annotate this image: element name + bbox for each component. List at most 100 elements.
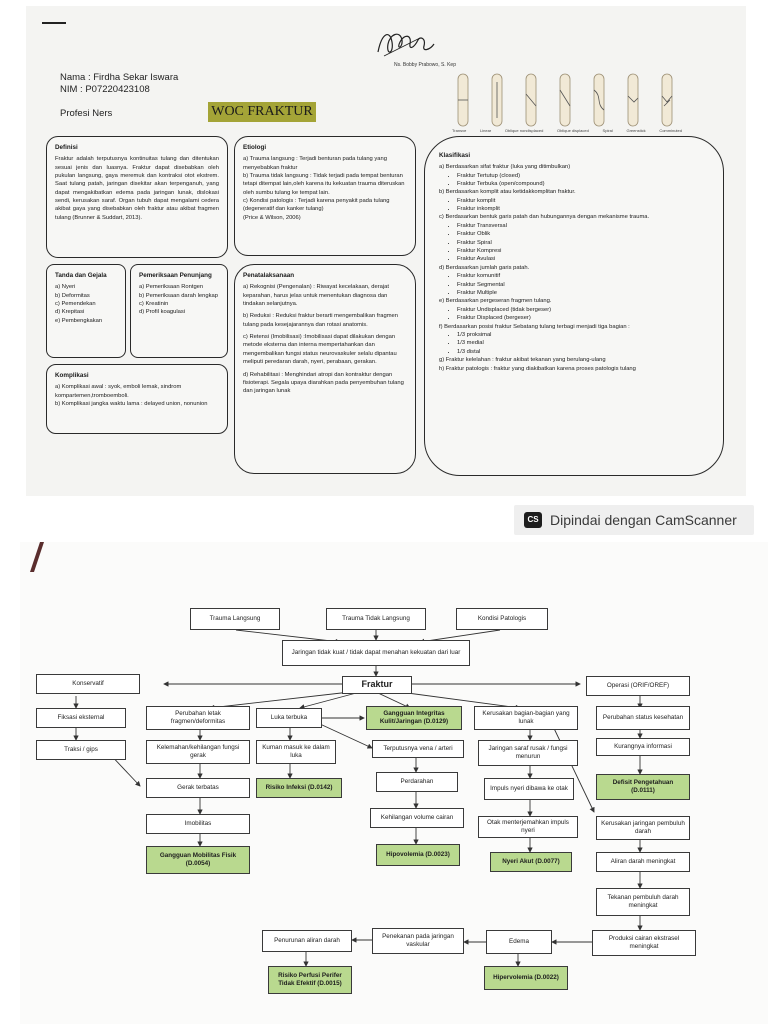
klasifikasi-group: d) Berdasarkan jumlah garis patah. Frakt… (439, 264, 709, 298)
hipovolemia-diagnosis: Hipovolemia (D.0023) (376, 844, 460, 866)
hipervolemia-diagnosis: Hipervolemia (D.0022) (484, 966, 568, 990)
jaringan-saraf-node: Jaringan saraf rusak / fungsi menurun (478, 740, 578, 766)
perubahan-letak-node: Perubahan letak fragmen/deformitas (146, 706, 250, 730)
klasifikasi-item: Fraktur Kompresi (457, 247, 709, 255)
etiologi-panel: Etiologi a) Trauma langsung : Terjadi be… (234, 136, 416, 256)
klasifikasi-head: b) Berdasarkan komplit atau ketidakkompl… (439, 189, 576, 196)
tanda-item: c) Pemendekan (55, 300, 96, 307)
tanda-item: b) Deformitas (55, 292, 90, 299)
definisi-panel: Definisi Fraktur adalah terputusnya kont… (46, 136, 228, 258)
nyeri-akut-diagnosis: Nyeri Akut (D.0077) (490, 852, 572, 872)
klasifikasi-item: 1/3 proksimal (457, 331, 709, 339)
fracture-type-captions: Transve Linear Oblique nondisplaced Obli… (452, 128, 682, 133)
klasifikasi-group: e) Berdasarkan pergeseran fragmen tulang… (439, 297, 709, 322)
jaringan-tidak-kuat-node: Jaringan tidak kuat / tidak dapat menaha… (282, 640, 470, 666)
klasifikasi-head: f) Berdasarkan posisi fraktur Sebatang t… (439, 323, 630, 330)
pemeriksaan-item: b) Pemeriksaan darah lengkap (139, 292, 218, 299)
komplikasi-item: b) Komplikasi jangka waktu lama : delaye… (55, 400, 208, 407)
tanda-title: Tanda dan Gejala (55, 272, 107, 279)
kerusakan-pembuluh-node: Kerusakan jaringan pembuluh darah (596, 816, 690, 840)
klasifikasi-item: Fraktur Transversal (457, 222, 709, 230)
otak-menterjemahkan-node: Otak menterjemahkan impuls nyeri (478, 816, 578, 838)
pemeriksaan-item: d) Profil koagulasi (139, 309, 186, 316)
produksi-cairan-node: Produksi cairan ekstrasel meningkat (592, 930, 696, 956)
klasifikasi-item: 1/3 medial (457, 339, 709, 347)
komplikasi-panel: Komplikasi a) Komplikasi awal : syok, em… (46, 364, 228, 434)
klasifikasi-head: h) Fraktur patologis : fraktur yang diak… (439, 365, 636, 372)
penekanan-jaringan-node: Penekanan pada jaringan vaskular (372, 928, 464, 954)
klasifikasi-item: Fraktur inkomplit (457, 205, 709, 213)
bone-caption: Linear (480, 128, 492, 133)
tanda-gejala-panel: Tanda dan Gejala a) Nyeri b) Deformitas … (46, 264, 126, 358)
pemeriksaan-title: Pemeriksaan Penunjang (139, 272, 212, 279)
klasifikasi-title: Klasifikasi (439, 152, 471, 159)
penurunan-aliran-node: Penurunan aliran darah (262, 930, 352, 952)
definisi-title: Definisi (55, 144, 78, 151)
gangguan-mobilitas-diagnosis: Gangguan Mobilitas Fisik (D.0054) (146, 846, 250, 874)
klasifikasi-group: a) Berdasarkan sifat fraktur (luka yang … (439, 163, 709, 188)
risiko-perfusi-diagnosis: Risiko Perfusi Perifer Tidak Efektif (D.… (268, 966, 352, 994)
komplikasi-item: a) Komplikasi awal : syok, emboli lemak,… (55, 384, 182, 399)
tanda-item: e) Pembengkakan (55, 317, 103, 324)
fiksasi-eksternal-node: Fiksasi eksternal (36, 708, 126, 728)
woc-handout-page: Ns. Bobby Prabowo, S. Kep Nama : Firdha … (26, 6, 746, 496)
penatalaksanaan-item: c) Retensi (Imobilisasi) :Imobilisasi da… (243, 334, 397, 366)
tanda-item: d) Krepitasi (55, 309, 85, 316)
klasifikasi-head: g) Fraktur kelelahan : fraktur akibat te… (439, 357, 606, 364)
klasifikasi-item: Fraktur Segmental (457, 281, 709, 289)
konservatif-node: Konservatif (36, 674, 140, 694)
kehilangan-volume-node: Kehilangan volume cairan (370, 808, 464, 828)
klasifikasi-item: Fraktur Oblik (457, 230, 709, 238)
traksi-gips-node: Traksi / gips (36, 740, 126, 760)
klasifikasi-head: d) Berdasarkan jumlah garis patah. (439, 264, 530, 271)
kondisi-patologis-node: Kondisi Patologis (456, 608, 548, 630)
klasifikasi-panel: Klasifikasi a) Berdasarkan sifat fraktur… (424, 136, 724, 476)
penatalaksanaan-item: d) Rehabilitasi : Menghindari atropi dan… (243, 371, 404, 395)
pemeriksaan-item: a) Pemeriksaan Rontgen (139, 284, 204, 291)
klasifikasi-item: Fraktur Terbuka (open/compound) (457, 180, 709, 188)
kuman-masuk-node: Kuman masuk ke dalam luka (256, 740, 336, 764)
etiologi-item: b) Trauma tidak langsung : Tidak terjadi… (243, 172, 405, 196)
gerak-terbatas-node: Gerak terbatas (146, 778, 250, 798)
klasifikasi-item: Fraktur komunitif (457, 272, 709, 280)
pemeriksaan-panel: Pemeriksaan Penunjang a) Pemeriksaan Ron… (130, 264, 228, 358)
klasifikasi-item: Fraktur Undisplaced (tidak bergeser) (457, 306, 709, 314)
profesi-label: Profesi Ners (60, 108, 113, 119)
camscanner-text: Dipindai dengan CamScanner (550, 512, 737, 528)
komplikasi-title: Komplikasi (55, 372, 89, 379)
camscanner-watermark: CS Dipindai dengan CamScanner (514, 505, 754, 535)
bone-caption: Comminuted (659, 128, 682, 133)
klasifikasi-head: e) Berdasarkan pergeseran fragmen tulang… (439, 298, 552, 305)
trauma-tidak-langsung-node: Trauma Tidak Langsung (326, 608, 426, 630)
klasifikasi-group: f) Berdasarkan posisi fraktur Sebatang t… (439, 323, 709, 357)
etiologi-citation: (Price & Wilson, 2006) (243, 214, 301, 221)
defisit-pengetahuan-diagnosis: Defisit Pengetahuan (D.0111) (596, 774, 690, 800)
student-nim: NIM : P07220423108 (60, 84, 150, 95)
kerusakan-lunak-node: Kerusakan bagian-bagian yang lunak (474, 706, 578, 730)
flow-connectors (73, 629, 643, 967)
signature-caption: Ns. Bobby Prabowo, S. Kep (394, 62, 456, 68)
page-corner-shadow (30, 542, 44, 572)
fracture-types-illustration (457, 73, 673, 127)
klasifikasi-head: c) Berdasarkan bentuk garis patah dan hu… (439, 214, 650, 221)
definisi-text: Fraktur adalah terputusnya kontinuitas t… (55, 156, 219, 221)
kelemahan-node: Kelemahan/kehilangan fungsi gerak (146, 740, 250, 764)
student-name: Nama : Firdha Sekar Iswara (60, 72, 179, 83)
klasifikasi-item: Fraktur Spiral (457, 239, 709, 247)
trauma-langsung-node: Trauma Langsung (190, 608, 280, 630)
pen-mark (42, 22, 66, 24)
klasifikasi-group: b) Berdasarkan komplit atau ketidakkompl… (439, 188, 709, 213)
luka-terbuka-node: Luka terbuka (256, 708, 322, 728)
camscanner-logo-icon: CS (524, 512, 542, 528)
klasifikasi-item: 1/3 distal (457, 348, 709, 356)
klasifikasi-item: Fraktur Tertutup (closed) (457, 172, 709, 180)
bone-caption: Oblique displaced (557, 128, 589, 133)
edema-node: Edema (486, 930, 552, 954)
aliran-darah-node: Aliran darah meningkat (596, 852, 690, 872)
klasifikasi-item: Fraktur Displaced (bergeser) (457, 314, 709, 322)
bone-caption: Spiral (602, 128, 613, 133)
penatalaksanaan-title: Penatalaksanaan (243, 272, 295, 279)
penatalaksanaan-item: b) Reduksi : Reduksi fraktur berarti men… (243, 313, 398, 328)
fraktur-node: Fraktur (342, 676, 412, 694)
penatalaksanaan-item: a) Rekognisi (Pengenalan) : Riwayat kece… (243, 284, 389, 307)
